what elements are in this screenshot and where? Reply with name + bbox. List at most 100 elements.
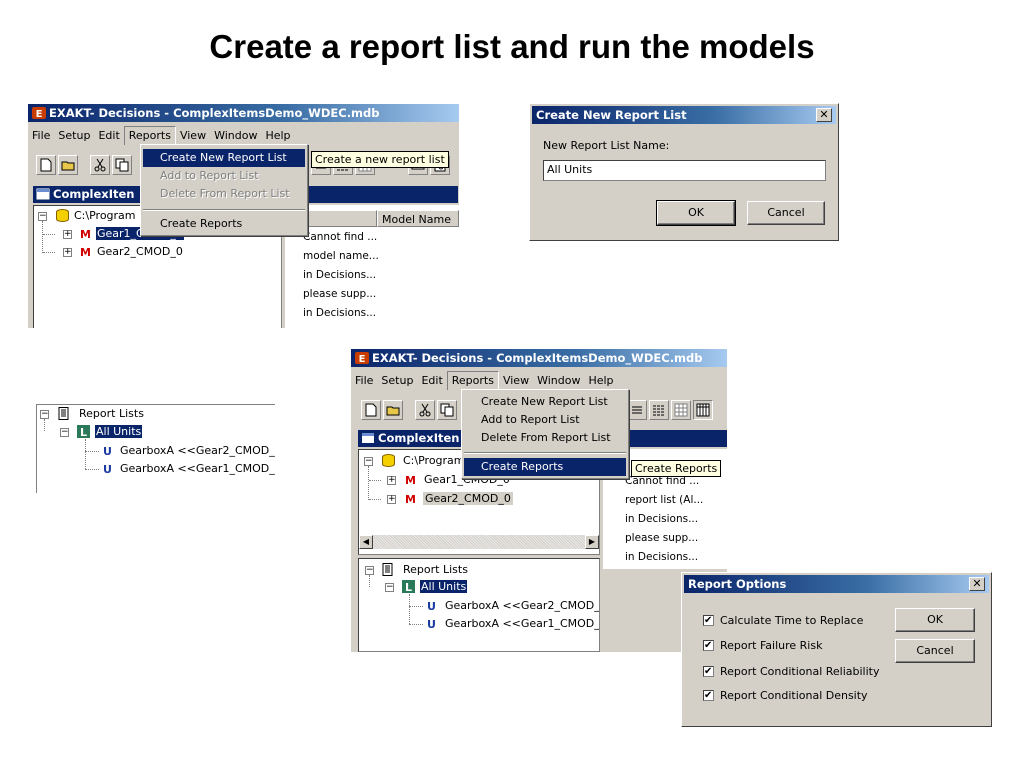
menu-item-add-to-report-list[interactable]: Add to Report List — [481, 413, 580, 426]
new-file-icon — [40, 158, 52, 172]
list-view-icon — [632, 406, 642, 414]
svg-text:E: E — [36, 109, 43, 119]
tree-root-label[interactable]: C:\Program — [74, 209, 136, 222]
slide-title: Create a report list and run the models — [209, 28, 815, 65]
menu-file[interactable]: File — [355, 374, 374, 387]
report-lists-label[interactable]: Report Lists — [403, 563, 468, 576]
option-label: Report Conditional Density — [720, 689, 868, 702]
all-units-item[interactable]: All Units — [420, 580, 468, 593]
checkbox[interactable] — [703, 638, 714, 654]
unit-item[interactable]: GearboxA <<Gear2_CMOD_ — [120, 444, 275, 457]
copy-button[interactable] — [112, 155, 132, 175]
collapse-all-units-toggle[interactable]: − — [385, 582, 394, 592]
collapse-report-lists-toggle[interactable]: − — [40, 409, 49, 419]
grid-header-model-name[interactable]: Model Name — [377, 210, 459, 227]
menu-item-delete-from-report-list[interactable]: Delete From Report List — [481, 431, 611, 444]
menu-file[interactable]: File — [32, 129, 51, 142]
close-button[interactable]: ✕ — [816, 108, 832, 122]
menu-reports[interactable]: Reports — [446, 371, 499, 390]
collapse-root-toggle[interactable]: − — [364, 456, 373, 466]
open-folder-button[interactable] — [383, 400, 403, 420]
unit-icon: U — [101, 462, 114, 475]
exakt-app-icon: E — [32, 107, 46, 119]
new-file-button[interactable] — [361, 400, 381, 420]
menu-help[interactable]: Help — [588, 374, 614, 387]
cancel-button[interactable]: Cancel — [895, 639, 975, 663]
unit-icon: U — [425, 599, 438, 612]
report-options-dialog: Report Options ✕ Calculate Time to Repla… — [681, 572, 992, 727]
grid-cell: Cannot find ... — [625, 475, 700, 487]
menu-item-create-reports[interactable]: Create Reports — [160, 217, 243, 230]
menu-view[interactable]: View — [502, 374, 530, 387]
toolbar-button-b[interactable] — [649, 400, 669, 420]
report-list-name-input[interactable]: All Units — [543, 160, 826, 181]
unit-item[interactable]: GearboxA <<Gear1_CMOD_ — [120, 462, 275, 475]
menu-reports[interactable]: Reports — [123, 126, 176, 145]
ok-button[interactable]: OK — [895, 608, 975, 632]
grid-cell: please supp... — [303, 288, 377, 300]
menu-item-create-reports[interactable]: Create Reports — [464, 458, 626, 476]
menu-setup[interactable]: Setup — [58, 129, 91, 142]
grid-cell: in Decisions... — [625, 513, 699, 525]
tree-model-item[interactable]: Gear2_CMOD_0 — [97, 245, 183, 258]
report-tree-pane: − Report Lists − L All Units U GearboxA … — [358, 558, 600, 652]
ok-button[interactable]: OK — [656, 200, 736, 226]
expand-model-toggle[interactable]: + — [387, 494, 396, 504]
menu-setup[interactable]: Setup — [381, 374, 414, 387]
toolbar-button-a[interactable] — [627, 400, 647, 420]
collapse-report-lists-toggle[interactable]: − — [365, 565, 374, 575]
menu-edit[interactable]: Edit — [98, 129, 120, 142]
unit-icon: U — [425, 617, 438, 630]
cut-button[interactable] — [415, 400, 435, 420]
option-report-failure-risk[interactable]: Report Failure Risk — [703, 638, 822, 654]
cancel-button[interactable]: Cancel — [747, 201, 825, 225]
option-label: Calculate Time to Replace — [720, 614, 864, 627]
scroll-right-button[interactable]: ▶ — [585, 535, 599, 549]
option-calculate-time-to-replace[interactable]: Calculate Time to Replace — [703, 613, 863, 629]
report-list-icon: L — [402, 580, 415, 593]
toolbar-button-c[interactable] — [671, 400, 691, 420]
tree-root-label[interactable]: C:\Program — [403, 454, 465, 467]
new-file-button[interactable] — [36, 155, 56, 175]
checkbox[interactable] — [703, 613, 714, 629]
expand-model-toggle[interactable]: + — [387, 475, 396, 485]
horizontal-scrollbar[interactable] — [359, 535, 599, 549]
create-new-report-list-dialog: Create New Report List ✕ New Report List… — [529, 103, 839, 241]
menu-item-create-new-report-list[interactable]: Create New Report List — [481, 395, 608, 408]
report-lists-label[interactable]: Report Lists — [79, 407, 144, 420]
cut-button[interactable] — [90, 155, 110, 175]
menu-window[interactable]: Window — [214, 129, 258, 142]
menu-window[interactable]: Window — [537, 374, 581, 387]
close-button[interactable]: ✕ — [969, 577, 985, 591]
expand-model-toggle[interactable]: + — [63, 229, 72, 239]
collapse-root-toggle[interactable]: − — [38, 211, 47, 221]
dialog-title: Create New Report List — [536, 108, 687, 122]
expand-model-toggle[interactable]: + — [63, 247, 72, 257]
scroll-left-button[interactable]: ◀ — [359, 535, 373, 549]
menu-item-create-new-report-list[interactable]: Create New Report List — [143, 149, 305, 167]
checkbox[interactable] — [703, 688, 714, 704]
menu-help[interactable]: Help — [265, 129, 291, 142]
option-report-conditional-reliability[interactable]: Report Conditional Reliability — [703, 664, 880, 680]
tree-model-item[interactable]: Gear2_CMOD_0 — [423, 492, 513, 505]
toolbar-button-d[interactable] — [693, 400, 713, 420]
svg-text:M: M — [80, 246, 91, 258]
menu-item-delete-from-report-list[interactable]: Delete From Report List — [160, 187, 290, 200]
scissors-icon — [94, 158, 106, 172]
model-icon: M — [79, 227, 92, 240]
all-units-item[interactable]: All Units — [95, 425, 143, 438]
unit-item[interactable]: GearboxA <<Gear1_CMOD_ — [445, 617, 600, 630]
tooltip: Create a new report list — [311, 151, 449, 168]
checkbox[interactable] — [703, 664, 714, 680]
window-title: EXAKT- Decisions - ComplexItemsDemo_WDEC… — [372, 351, 703, 365]
unit-item[interactable]: GearboxA <<Gear2_CMOD_ — [445, 599, 600, 612]
menu-view[interactable]: View — [179, 129, 207, 142]
menu-item-add-to-report-list[interactable]: Add to Report List — [160, 169, 259, 182]
option-report-conditional-density[interactable]: Report Conditional Density — [703, 688, 868, 704]
open-folder-button[interactable] — [58, 155, 78, 175]
menu-edit[interactable]: Edit — [421, 374, 443, 387]
copy-button[interactable] — [437, 400, 457, 420]
collapse-all-units-toggle[interactable]: − — [60, 427, 69, 437]
